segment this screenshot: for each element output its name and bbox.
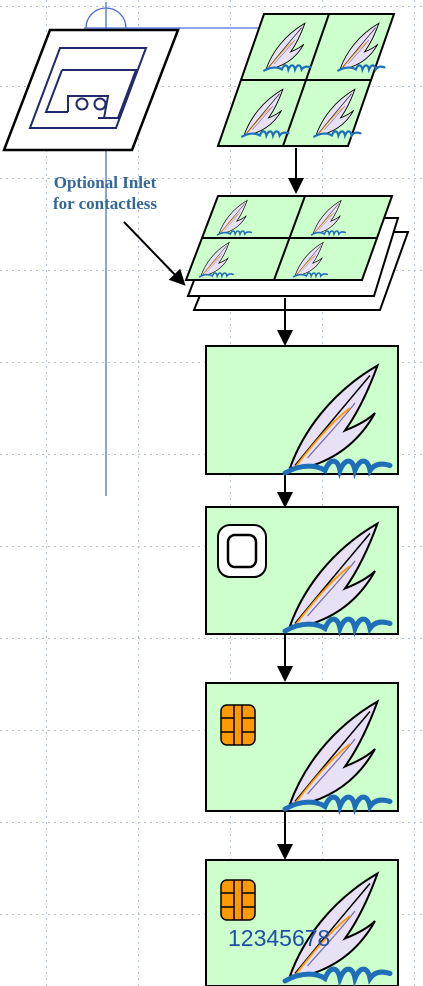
down-arrow-icon: [277, 148, 304, 860]
inlet-label-line2: for contactless: [52, 194, 158, 213]
inlet-arrow: [123, 221, 186, 286]
printed-card: [205, 345, 399, 474]
personalized-card: 12345678: [205, 859, 399, 986]
contact-chip-icon: [220, 704, 256, 746]
card-number: 12345678: [228, 925, 330, 951]
milled-card: [205, 506, 399, 635]
empty-chip-cavity-icon: [217, 524, 267, 578]
inlet-label: Optional Inlet for contactless: [30, 172, 180, 214]
chip-card: [205, 682, 399, 812]
antenna-inlet-icon: [2, 28, 180, 152]
contact-chip-icon: [220, 879, 256, 921]
signature-sheet: [216, 13, 396, 147]
laminated-stack: [184, 195, 410, 311]
inlet-label-line1: Optional Inlet: [53, 173, 157, 192]
